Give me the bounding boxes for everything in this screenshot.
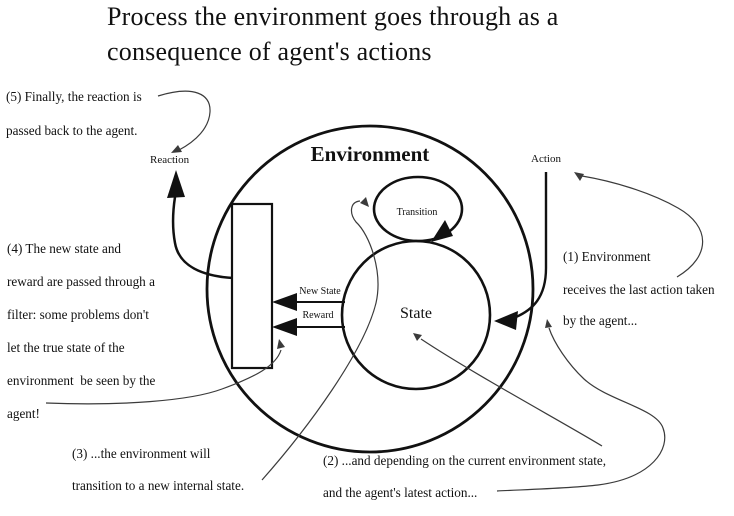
annotation-4-pointer-arrowhead xyxy=(277,339,285,349)
annotation-3-pointer-arrowhead xyxy=(360,197,369,207)
state-label: State xyxy=(400,305,432,322)
action-arrowhead xyxy=(494,311,518,330)
annotation-2-line-2: and the agent's latest action... xyxy=(323,485,478,500)
environment-circle xyxy=(205,124,535,454)
title-line-1: Process the environment goes through as … xyxy=(107,2,559,31)
annotation-4-pointer xyxy=(45,339,285,405)
annotation-2-state-pointer-curve xyxy=(420,338,603,447)
reaction-arrow-line xyxy=(171,196,234,280)
title-line-2: consequence of agent's actions xyxy=(107,36,432,66)
annotation-2-action-pointer-curve xyxy=(496,327,666,492)
action-label: Action xyxy=(531,153,561,165)
annotation-3-pointer xyxy=(261,197,379,481)
annotation-5-pointer-curve xyxy=(157,90,211,151)
annotation-4-line-5: environment be seen by the xyxy=(7,373,156,388)
annotation-4-pointer-curve xyxy=(45,349,282,405)
transition-label: Transition xyxy=(396,207,438,218)
annotation-3-line-1: (3) ...the environment will xyxy=(72,446,211,461)
annotation-3-line-2: transition to a new internal state. xyxy=(72,478,245,493)
annotation-1-pointer xyxy=(574,172,704,278)
annotation-1-pointer-arrowhead xyxy=(574,172,584,181)
annotation-5-line-1: (5) Finally, the reaction is xyxy=(6,89,142,104)
annotation-2-state-pointer-arrowhead xyxy=(413,333,422,341)
reward-arrowhead xyxy=(272,318,297,336)
annotation-3-pointer-curve xyxy=(261,200,379,481)
annotation-2-action-pointer xyxy=(496,319,666,492)
annotation-1-line-3: by the agent... xyxy=(563,313,638,328)
annotation-1-line-2: receives the last action taken xyxy=(563,282,715,297)
new-state-label: New State xyxy=(299,286,341,297)
filter-rectangle xyxy=(230,202,274,370)
annotation-5-pointer-arrowhead xyxy=(171,145,182,153)
annotation-4-line-1: (4) The new state and xyxy=(7,241,122,256)
annotation-2-action-pointer-arrowhead xyxy=(545,319,552,328)
annotation-4-line-3: filter: some problems don't xyxy=(7,307,149,322)
annotation-4-line-4: let the true state of the xyxy=(7,340,125,355)
reaction-arrowhead xyxy=(167,170,185,198)
annotation-2-line-1: (2) ...and depending on the current envi… xyxy=(323,453,607,468)
annotation-4-line-6: agent! xyxy=(7,406,40,421)
annotation-5-line-2: passed back to the agent. xyxy=(6,123,138,138)
transition-ellipse xyxy=(372,175,464,243)
annotation-2-state-pointer xyxy=(413,333,603,447)
transition-arrowhead xyxy=(431,220,453,242)
environment-label: Environment xyxy=(310,142,430,166)
reward-label: Reward xyxy=(302,310,334,321)
annotation-1-line-1: (1) Environment xyxy=(563,249,651,264)
annotation-4-line-2: reward are passed through a xyxy=(7,274,155,289)
reaction-label: Reaction xyxy=(150,154,190,166)
action-arrow-line xyxy=(515,172,548,319)
page-title: Process the environment goes through as … xyxy=(107,0,559,69)
new-state-arrowhead xyxy=(272,293,297,311)
annotation-5-pointer xyxy=(157,90,211,153)
annotation-1-pointer-curve xyxy=(581,175,704,278)
